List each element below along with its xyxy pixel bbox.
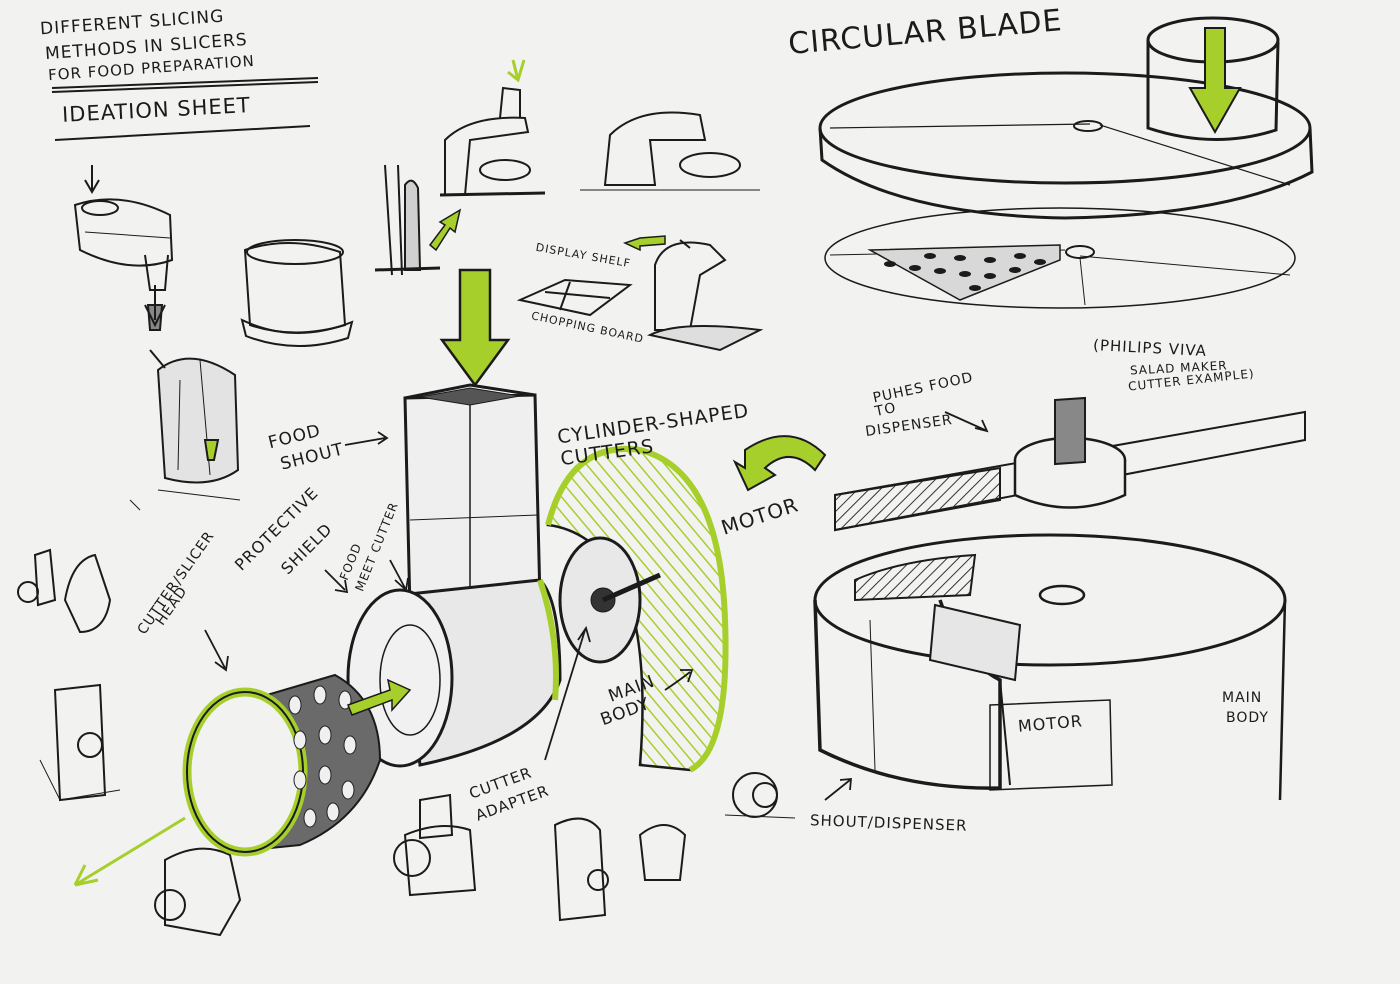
title-underlines	[51, 77, 319, 141]
leader-arrows	[204, 411, 989, 801]
stand-mixer-sketches	[374, 59, 764, 352]
label-main-body-right-1: MAIN	[1222, 690, 1263, 706]
label-main-body-right-2: BODY	[1226, 710, 1269, 726]
up-arrow-icon	[428, 208, 462, 252]
exit-arrow-icon	[73, 816, 186, 887]
philips-salad-maker-sketch	[813, 396, 1306, 801]
motor-curved-arrow-icon	[732, 435, 827, 492]
bottom-gadget-sketches	[393, 772, 796, 922]
feed-arrow-icon	[347, 678, 412, 716]
down-arrow-icon	[1188, 27, 1242, 135]
arrow-icons-left	[144, 285, 166, 369]
cutter-holes	[288, 685, 357, 828]
food-down-arrow-icon	[439, 268, 511, 388]
main-slicer-assembly	[129, 383, 729, 857]
small-processor-sketches	[17, 165, 354, 937]
grater-holes	[884, 253, 1046, 291]
shelf-arrow-icon	[622, 235, 666, 252]
